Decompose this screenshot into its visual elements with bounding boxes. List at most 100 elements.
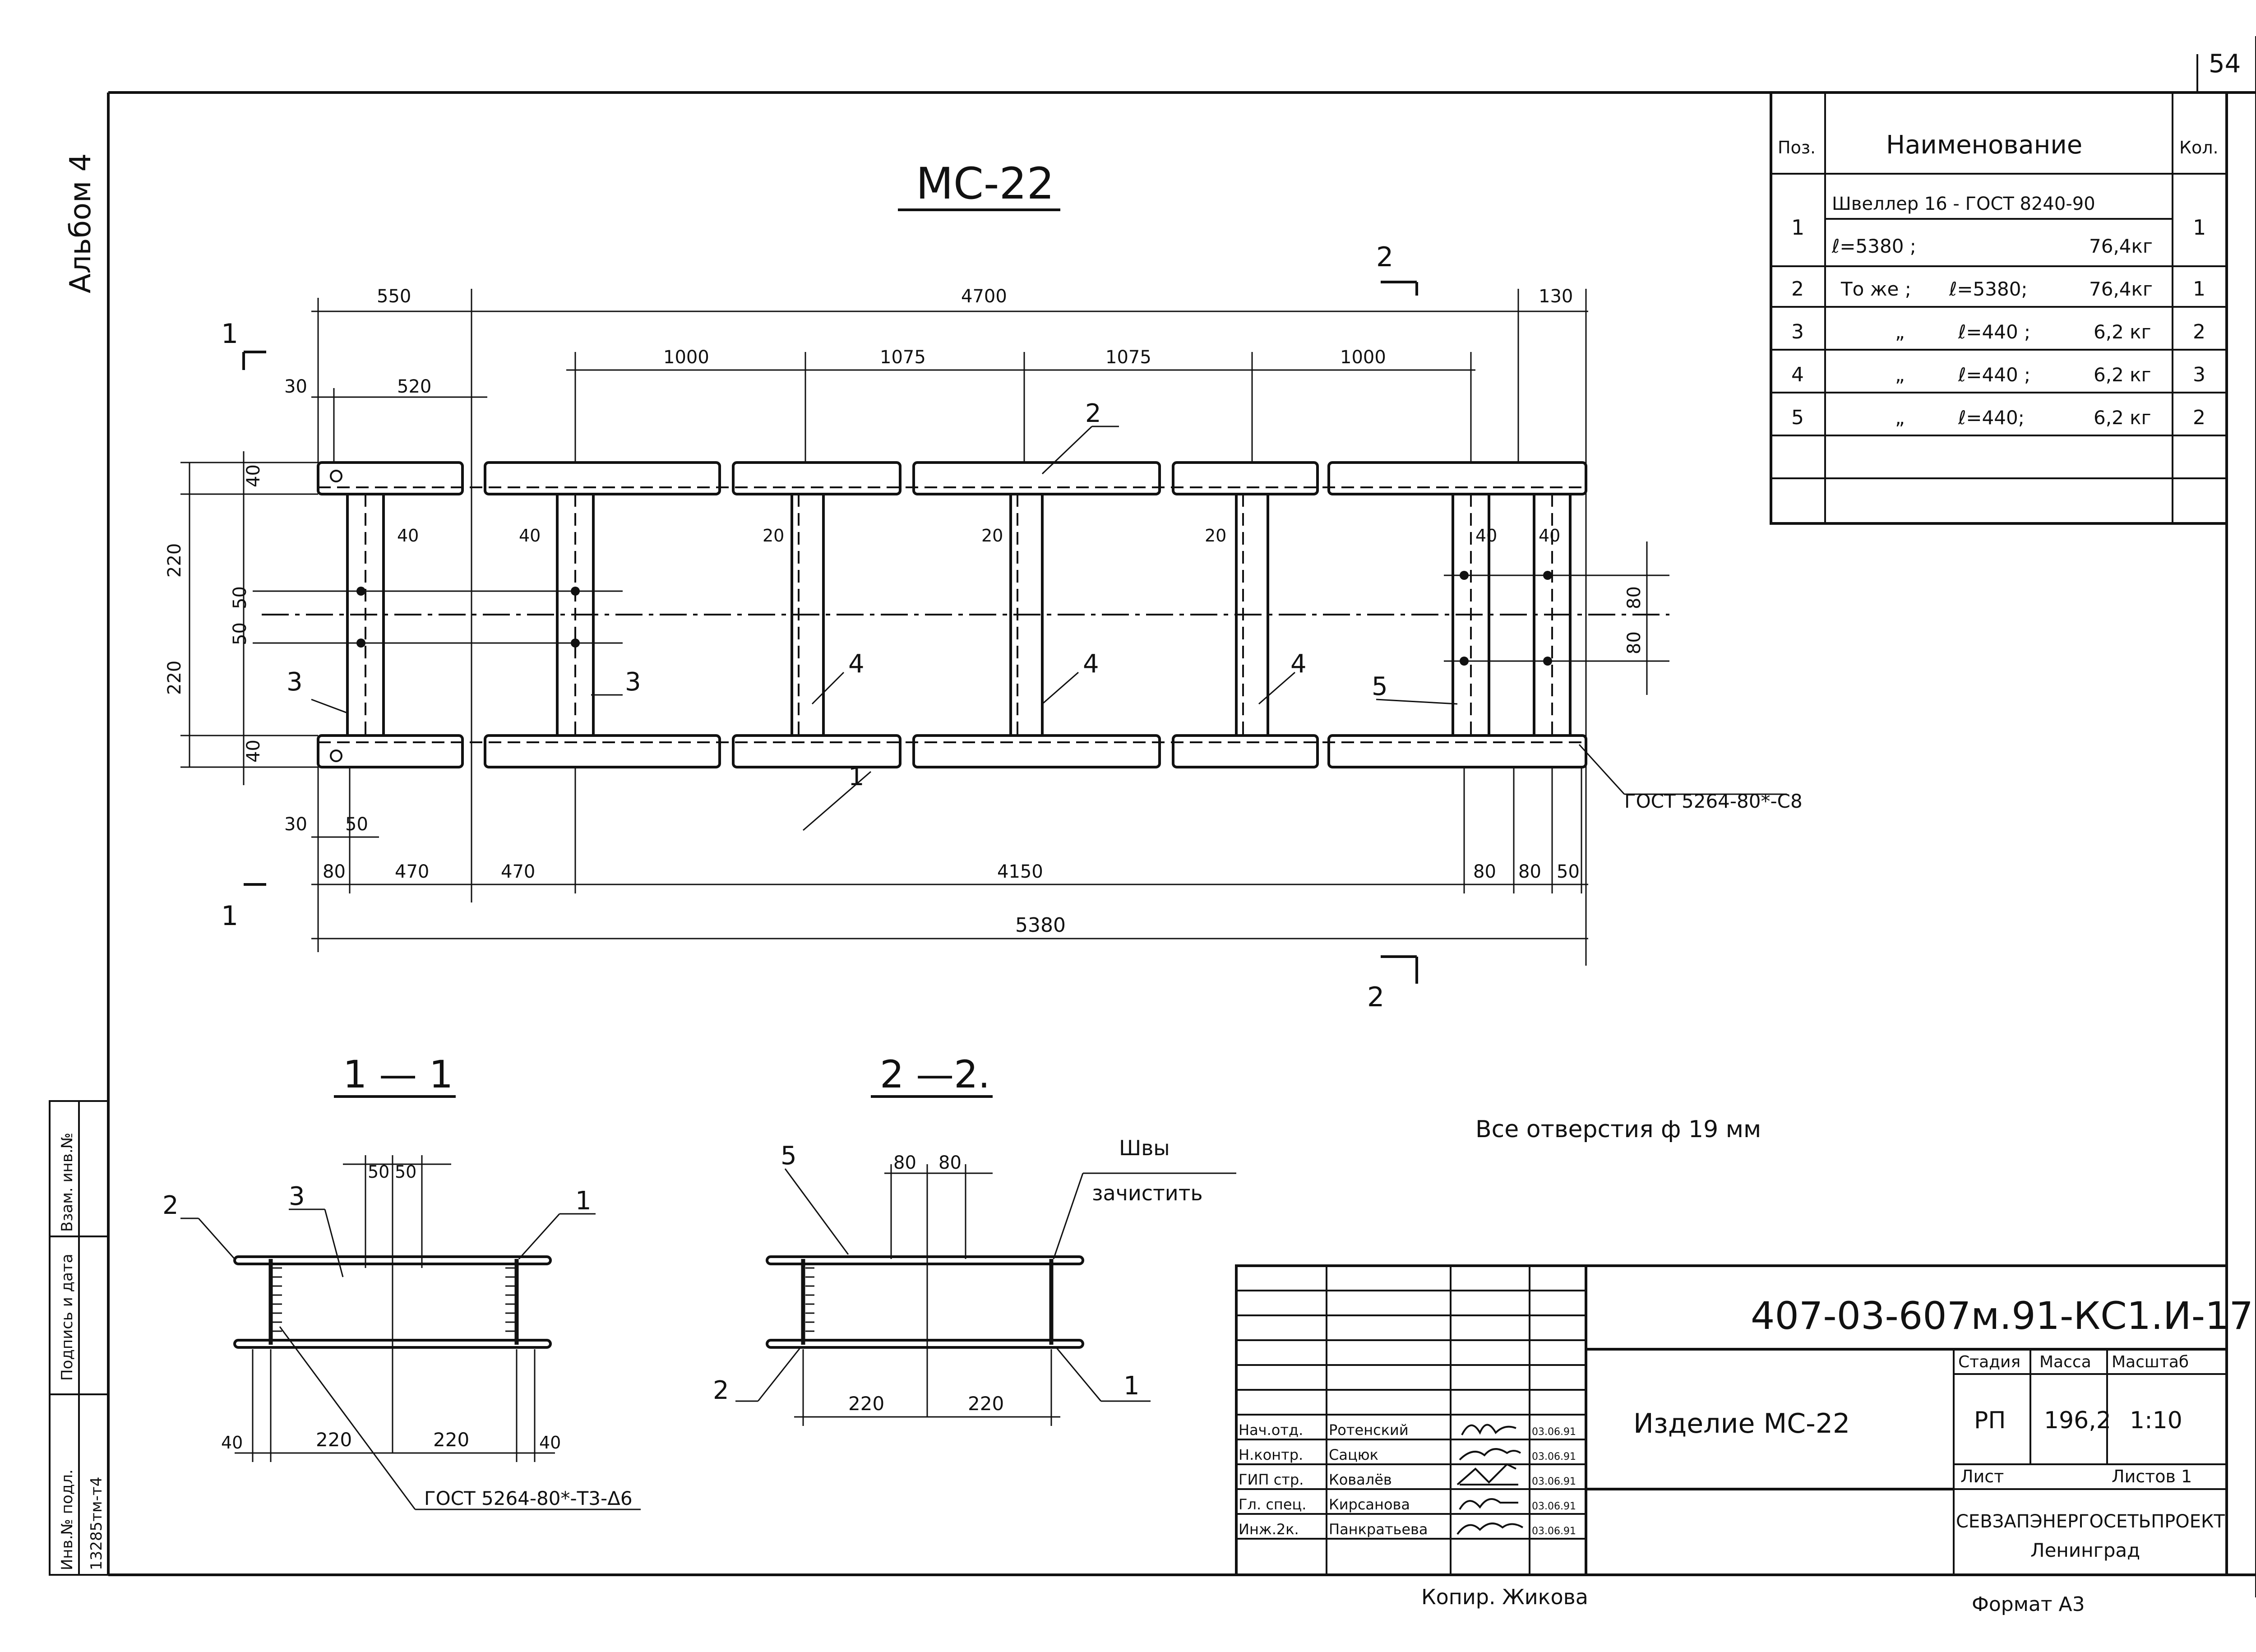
overall-dim-5380: 5380 <box>1015 914 1066 937</box>
signer-1-date: 03.06.91 <box>1532 1426 1576 1438</box>
signer-4-name: Кирсанова <box>1329 1496 1410 1513</box>
item-name: Изделие МС-22 <box>1633 1408 1850 1439</box>
web-dim-20b: 20 <box>981 526 1003 546</box>
format-label: Формат А3 <box>1972 1593 2085 1616</box>
signer-2-date: 03.06.91 <box>1532 1451 1576 1462</box>
bottom-dim-470b: 470 <box>501 861 535 882</box>
bottom-dim-470a: 470 <box>395 861 429 882</box>
scale-label: Масштаб <box>2112 1353 2189 1371</box>
top-dim-4700: 4700 <box>961 286 1007 307</box>
spec-row-5-qty: 2 <box>2193 406 2205 429</box>
spec-row-2-qty: 1 <box>2193 278 2205 301</box>
sheet-frame <box>107 36 2256 1597</box>
spec-row-5-name: „ <box>1895 407 1905 429</box>
signer-5-name: Панкратьева <box>1329 1521 1428 1538</box>
left-vdim-40b: 40 <box>243 740 264 763</box>
side-stamp-sign-label: Подпись и дата <box>58 1254 76 1381</box>
section-1-label-1: 1 <box>575 1186 592 1216</box>
org-name: СЕВЗАПЭНЕРГОСЕТЬПРОЕКТ <box>1956 1511 2225 1532</box>
spec-header-name: Наименование <box>1886 130 2082 160</box>
copied-by: Копир. Жикова <box>1421 1585 1588 1609</box>
main-view <box>253 461 1669 768</box>
post-spacing-1000a: 1000 <box>663 347 709 368</box>
signer-4-role: Гл. спец. <box>1239 1496 1306 1513</box>
spec-row-1-pos: 1 <box>1791 215 1804 240</box>
left-vdim-50a: 50 <box>230 586 250 609</box>
section-1-dim-40a: 40 <box>221 1433 243 1453</box>
pos-label-1: 1 <box>848 762 864 791</box>
post-spacing-1075b: 1075 <box>1105 347 1151 368</box>
spec-row-2-name: То же ; <box>1840 278 1911 300</box>
spec-row-1-name: Швеллер 16 - ГОСТ 8240-90 <box>1832 194 2095 214</box>
section-1-dim-50b: 50 <box>395 1162 416 1182</box>
section-1-dim-220a: 220 <box>316 1429 352 1451</box>
signer-2-role: Н.контр. <box>1239 1446 1303 1463</box>
web-dim-40d: 40 <box>1539 526 1560 546</box>
pos-label-4c: 4 <box>1290 649 1307 679</box>
main-view-title: МС-22 <box>916 158 1054 209</box>
scale-value: 1:10 <box>2130 1407 2182 1434</box>
spec-row-4-pos: 4 <box>1791 363 1804 386</box>
holes-note: Все отверстия ф 19 мм <box>1475 1116 1761 1143</box>
spec-row-1-length: ℓ=5380 ; <box>1831 235 1916 257</box>
section-1-dim-50a: 50 <box>368 1162 389 1182</box>
spec-row-5-weight: 6,2 кг <box>2094 407 2151 429</box>
signer-3-name: Ковалёв <box>1329 1471 1392 1488</box>
section-2-dim-80b: 80 <box>938 1152 962 1173</box>
post-spacing-1075a: 1075 <box>880 347 926 368</box>
signer-1-name: Ротенский <box>1329 1421 1409 1439</box>
left-vdim-220a: 220 <box>164 543 185 578</box>
right-vdim-80b: 80 <box>1624 631 1645 654</box>
side-stamp-repl-label: Взам. инв.№ <box>58 1133 76 1232</box>
spec-header-qty: Кол. <box>2179 138 2219 157</box>
section-mark-2-top: 2 <box>1376 241 1393 273</box>
spec-row-2-pos: 2 <box>1791 278 1804 301</box>
bottom-dim-80a: 80 <box>323 861 346 882</box>
bottom-dim-4150: 4150 <box>997 861 1043 882</box>
section-mark-1-top: 1 <box>221 318 238 350</box>
signer-5-role: Инж.2к. <box>1239 1521 1299 1538</box>
main-view-dimensions <box>180 281 1787 984</box>
spec-row-3-length: ℓ=440 ; <box>1958 321 2030 343</box>
doc-code: 407-03-607м.91-КС1.И-17 <box>1751 1294 2253 1338</box>
spec-row-4-qty: 3 <box>2193 363 2205 386</box>
signer-4-date: 03.06.91 <box>1532 1501 1576 1512</box>
bottom-sub-dim-30: 30 <box>284 814 307 835</box>
top-dim-550: 550 <box>377 286 411 307</box>
spec-row-5-length: ℓ=440; <box>1958 407 2025 429</box>
spec-row-4-length: ℓ=440 ; <box>1958 364 2030 386</box>
section-1-dim-220b: 220 <box>433 1429 469 1451</box>
bottom-dim-50: 50 <box>1557 861 1580 882</box>
spec-table-grid <box>1770 91 2228 525</box>
pos-label-3a: 3 <box>287 667 303 697</box>
spec-row-3-name: „ <box>1895 321 1905 343</box>
signatures <box>1456 1424 1524 1535</box>
section-2-drawing <box>735 1164 1236 1426</box>
section-2-label-1: 1 <box>1123 1371 1140 1401</box>
org-city: Ленинград <box>2030 1539 2140 1561</box>
section-1-weld-note: ГОСТ 5264-80*-Т3-Δ6 <box>424 1487 633 1509</box>
section-1-dim-40b: 40 <box>539 1433 561 1453</box>
pos-label-4b: 4 <box>1083 649 1099 679</box>
bottom-sub-dim-50: 50 <box>345 814 368 835</box>
pos-label-5: 5 <box>1372 672 1388 701</box>
spec-row-2-weight: 76,4кг <box>2089 278 2153 300</box>
web-dim-40b: 40 <box>519 526 541 546</box>
section-2-weld-note-1: Швы <box>1119 1136 1170 1160</box>
web-dim-20a: 20 <box>763 526 784 546</box>
spec-row-3-pos: 3 <box>1791 320 1804 343</box>
web-dim-40a: 40 <box>397 526 419 546</box>
section-1-label-3: 3 <box>289 1182 305 1211</box>
top-dim-130: 130 <box>1539 286 1573 307</box>
pos-label-4a: 4 <box>848 649 864 679</box>
web-dim-40c: 40 <box>1475 526 1497 546</box>
bottom-dim-80b: 80 <box>1473 861 1496 882</box>
right-vdim-80a: 80 <box>1624 586 1645 609</box>
left-vdim-220b: 220 <box>164 661 185 695</box>
mass-value: 196,2 <box>2044 1407 2111 1434</box>
spec-row-3-qty: 2 <box>2193 320 2205 343</box>
stage-label: Стадия <box>1958 1353 2020 1371</box>
side-stamp-inv-label: Инв.№ подл. <box>58 1469 76 1570</box>
section-mark-2-bottom: 2 <box>1367 981 1384 1013</box>
